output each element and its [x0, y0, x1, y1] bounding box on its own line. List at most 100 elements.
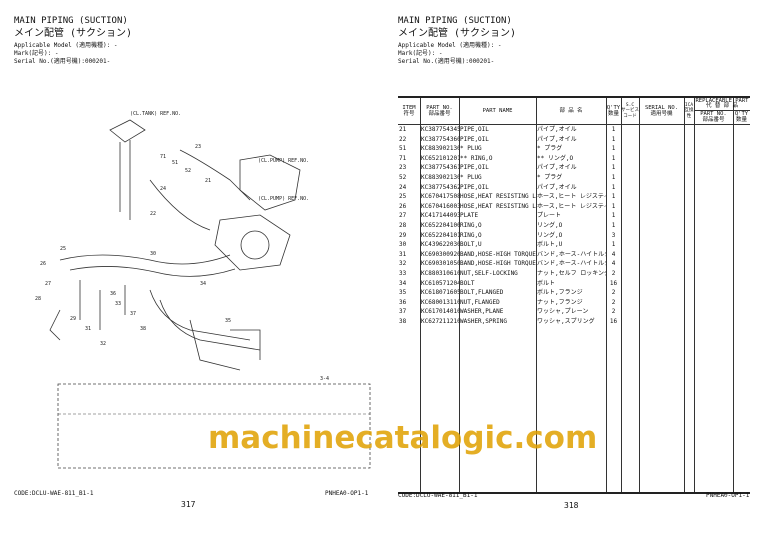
cell-qty: 16: [609, 279, 618, 287]
callout-label: (CL.PUMP) REF.NO.: [258, 196, 309, 202]
cell-name: PIPE,OIL: [460, 135, 489, 143]
right-code: CODE:DCLU-WAE-811_B1-1: [398, 492, 478, 499]
cell-qty: 1: [611, 154, 616, 162]
cell-qty: 1: [611, 145, 616, 153]
cell-part-no: KC6704175080: [421, 193, 459, 201]
cell-qty: 2: [611, 298, 616, 306]
cell-qty: 2: [611, 308, 616, 316]
cell-name-jp: * プラグ: [537, 145, 563, 153]
cell-part-no: KC8803106101: [421, 270, 459, 277]
cell-qty: 1: [611, 135, 616, 143]
cell-item: 35: [399, 289, 407, 297]
cell-item: 31: [399, 250, 407, 258]
cell-name-jp: プレート: [537, 212, 562, 220]
cell-name: BOLT,FLANGED: [460, 289, 504, 297]
left-ref: PNHEA0-OP1-1: [325, 490, 369, 497]
header-rp-part-no: PART NO.部品番号: [700, 110, 727, 124]
cell-item: 27: [399, 212, 407, 220]
cell-qty: 4: [611, 250, 616, 258]
cell-part-no: KC6180716050: [421, 289, 459, 297]
cell-part-no: KC6272112100: [421, 318, 459, 325]
cell-item: 33: [399, 270, 407, 277]
right-page-number: 318: [564, 501, 579, 510]
callout-label: 71: [160, 154, 166, 160]
cell-name-jp: ナット,フランジ: [537, 298, 583, 306]
cell-name: * PLUG: [460, 174, 482, 181]
cell-qty: 1: [611, 222, 616, 229]
cell-item: 36: [399, 298, 407, 306]
cell-qty: 3: [611, 231, 616, 239]
cell-name: BAND,HOSE-HIGH TORQUE: [460, 250, 536, 258]
exploded-parts-diagram: (CL.TANK) REF.NO. (CL.PUMP) REF.NO. (CL.PU…: [35, 111, 371, 469]
cell-part-no: KC6800131101: [421, 298, 459, 306]
cell-name: BOLT: [460, 279, 475, 287]
callout-label: 22: [150, 211, 156, 217]
cell-qty: 1: [611, 174, 616, 181]
cell-part-no: KC3877543600: [421, 135, 459, 143]
callout-label: 34: [200, 281, 206, 287]
left-applicable-model: Applicable Model (適用機種): -: [14, 42, 118, 49]
cell-item: 52: [399, 174, 407, 181]
header-part-name: PART NAME: [482, 107, 513, 114]
callout-label: 33: [115, 301, 121, 307]
right-serial: Serial No.(適用号機):000201-: [398, 58, 495, 65]
callout-label: (CL.TANK) REF.NO.: [130, 111, 181, 117]
cell-name-jp: ワッシャ,プレーン: [537, 308, 589, 316]
cell-qty: 1: [611, 212, 616, 220]
cell-part-no: KC6704160030: [421, 202, 459, 210]
cell-part-no: KC6903010500: [421, 260, 459, 268]
left-code: CODE:DCLU-WAE-811_B1-1: [14, 490, 94, 497]
cell-item: 23: [399, 164, 407, 172]
callout-label: 26: [40, 261, 46, 267]
callout-label: 51: [172, 160, 178, 166]
cell-name: NUT,SELF-LOCKING: [460, 270, 518, 277]
table-row: 71KC6521012011** RING,O** リング,O1: [398, 154, 750, 164]
cell-item: 24: [399, 183, 407, 191]
cell-name-jp: ナット,セルフ ロッキング: [537, 270, 606, 277]
cell-name: RING,O: [460, 231, 482, 239]
callout-label: 24: [160, 186, 166, 192]
table-row: 32KC6903010500BAND,HOSE-HIGH TORQUEバンド,ホ…: [398, 259, 750, 269]
cell-item: 34: [399, 279, 407, 287]
cell-name: * PLUG: [460, 145, 482, 153]
cell-name-jp: バンド,ホース-ハイトルク: [537, 260, 606, 268]
cell-name-jp: ホース,ヒート レジスティング LP: [537, 193, 606, 201]
cell-name-jp: ホース,ヒート レジスティング LP: [537, 202, 606, 210]
cell-name-jp: バンド,ホース-ハイトルク: [537, 250, 606, 258]
callout-label: 25: [60, 246, 66, 252]
cell-qty: 4: [611, 260, 616, 268]
callout-label: 23: [195, 144, 201, 150]
callout-label: 28: [35, 296, 41, 302]
callout-label: 35: [225, 318, 231, 324]
cell-part-no: KC8839021304: [421, 145, 459, 153]
cell-qty: 16: [609, 318, 618, 325]
cell-name-jp: ボルト,フランジ: [537, 289, 583, 297]
cell-name: PIPE,OIL: [460, 164, 489, 172]
cell-item: 21: [399, 126, 407, 133]
cell-name: HOSE,HEAT RESISTING LP: [460, 202, 536, 210]
callout-label: 32: [100, 341, 106, 347]
cell-name: ** RING,O: [460, 154, 493, 162]
table-row: 25KC6704175080HOSE,HEAT RESISTING LPホース,…: [398, 192, 750, 202]
cell-item: 29: [399, 231, 407, 239]
table-row: 31KC6903009200BAND,HOSE-HIGH TORQUEバンド,ホ…: [398, 250, 750, 260]
callout-label: 36: [110, 291, 116, 297]
cell-name: RING,O: [460, 222, 482, 229]
callout-label: 31: [85, 326, 91, 332]
callout-label: (CL.PUMP) REF.NO.: [258, 158, 309, 164]
right-mark: Mark(記号): -: [398, 50, 443, 57]
cell-name-jp: ワッシャ,スプリング: [537, 318, 595, 325]
cell-name-jp: パイプ,オイル: [537, 183, 577, 191]
